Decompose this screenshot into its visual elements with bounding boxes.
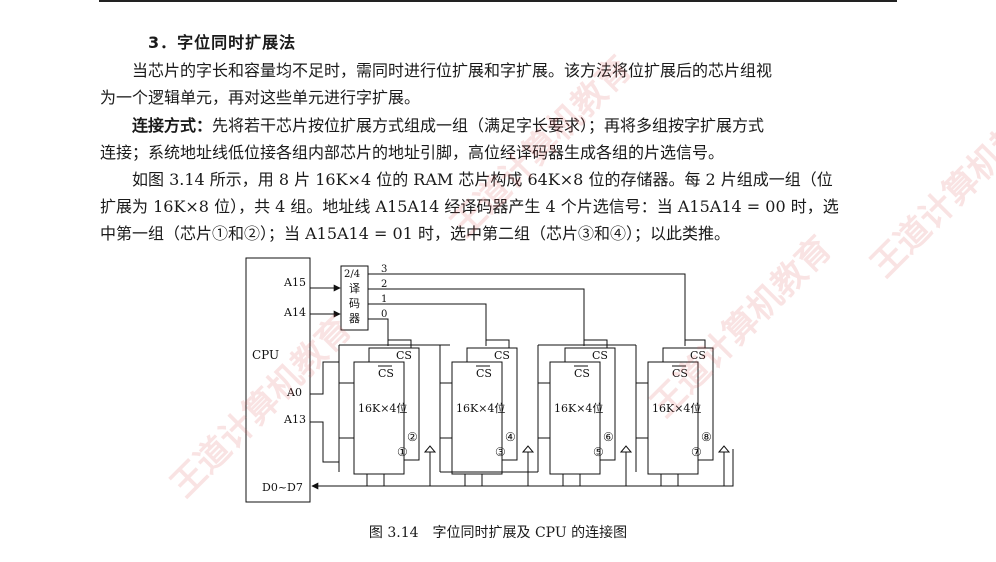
paragraph-2: 连接方式：先将若干芯片按位扩展方式组成一组（满足字长要求）；再将多组按字扩展方式…: [100, 112, 890, 166]
cs-label-chip-2: CS: [396, 349, 412, 362]
chip-number-6: ⑥: [603, 430, 614, 444]
decoder-label-1: 2/4: [344, 269, 360, 280]
decoder-label-4: 器: [349, 312, 360, 325]
section-title: 3．字位同时扩展法: [148, 33, 297, 52]
data-bus-label: D0~D7: [262, 481, 303, 494]
decoder-out-3-label: 3: [381, 264, 387, 275]
paragraph-1-line-2: 为一个逻辑单元，再对这些单元进行字扩展。: [100, 88, 421, 107]
chip-3: [451, 361, 503, 475]
paragraph-2-line-2: 连接；系统地址线低位接各组内部芯片的地址引脚，高位经译码器生成各组的片选信号。: [100, 143, 725, 162]
chip-5: [549, 361, 601, 475]
chip-number-8: ⑧: [701, 430, 712, 444]
pin-a13-label: A13: [283, 413, 306, 426]
select-line-2: [368, 288, 585, 346]
cs-label-chip-6: CS: [592, 349, 608, 362]
chip-label-7: 16K×4位: [652, 401, 701, 415]
paragraph-1: 当芯片的字长和容量均不足时，需同时进行位扩展和字扩展。该方法将位扩展后的芯片组视…: [100, 57, 890, 111]
top-rule: [99, 0, 897, 2]
chip-number-3: ③: [495, 445, 506, 459]
cs-label-chip-1: CS: [378, 367, 394, 380]
decoder-block: [340, 265, 369, 331]
chip-1: [353, 361, 405, 475]
decoder-out-2-label: 2: [381, 279, 387, 290]
decoder-out-0-label: 0: [381, 309, 387, 320]
paragraph-1-line-1: 当芯片的字长和容量均不足时，需同时进行位扩展和字扩展。该方法将位扩展后的芯片组视: [132, 61, 773, 80]
cs-label-chip-7: CS: [672, 367, 688, 380]
chip-label-3: 16K×4位: [456, 401, 505, 415]
chip-label-1: 16K×4位: [358, 401, 407, 415]
cs-label-chip-8: CS: [690, 349, 706, 362]
select-line-3: [368, 273, 686, 346]
pin-a14-label: A14: [283, 306, 306, 319]
chip-number-4: ④: [505, 430, 516, 444]
chip-number-2: ②: [407, 430, 418, 444]
select-line-0: [368, 318, 389, 346]
cpu-label: CPU: [252, 348, 279, 362]
paragraph-3: 如图 3.14 所示，用 8 片 16K×4 位的 RAM 芯片构成 64K×8…: [100, 166, 890, 247]
paragraph-3-line-2: 扩展为 16K×8 位），共 4 组。地址线 A15A14 经译码器产生 4 个…: [100, 197, 839, 216]
pin-a0-label: A0: [286, 386, 302, 399]
cpu-block: [245, 257, 311, 503]
data-bus-line: [311, 449, 734, 490]
cs-label-chip-5: CS: [574, 367, 590, 380]
select-line-1: [368, 303, 487, 346]
cs-label-chip-3: CS: [476, 367, 492, 380]
paragraph-2-line-1: 连接方式：先将若干芯片按位扩展方式组成一组（满足字长要求）；再将多组按字扩展方式: [132, 116, 765, 135]
group-3-cs-link: [583, 339, 608, 348]
group-4-cs-link: [684, 339, 706, 348]
paragraph-3-line-3: 中第一组（芯片①和②）；当 A15A14 = 01 时，选中第二组（芯片③和④）…: [100, 224, 730, 243]
cs-label-chip-4: CS: [494, 349, 510, 362]
connection-method-label: 连接方式：: [132, 116, 213, 135]
pin-a15-label: A15: [283, 276, 306, 289]
paragraph-3-line-1: 如图 3.14 所示，用 8 片 16K×4 位的 RAM 芯片构成 64K×8…: [132, 170, 833, 189]
chip-number-5: ⑤: [593, 445, 604, 459]
decoder-label-2: 译: [349, 282, 360, 295]
figure-caption: 图 3.14 字位同时扩展及 CPU 的连接图: [368, 525, 628, 541]
group-2-cs-link: [485, 339, 510, 348]
chip-number-1: ①: [397, 445, 408, 459]
chip-number-7: ⑦: [691, 445, 702, 459]
group-1-cs-link: [387, 339, 412, 348]
address-bus-bottom: [310, 421, 339, 463]
chip-7: [647, 361, 699, 475]
decoder-label-3: 码: [349, 297, 360, 310]
chip-label-5: 16K×4位: [554, 401, 603, 415]
address-bus-top: [310, 361, 339, 395]
decoder-out-1-label: 1: [381, 294, 387, 305]
